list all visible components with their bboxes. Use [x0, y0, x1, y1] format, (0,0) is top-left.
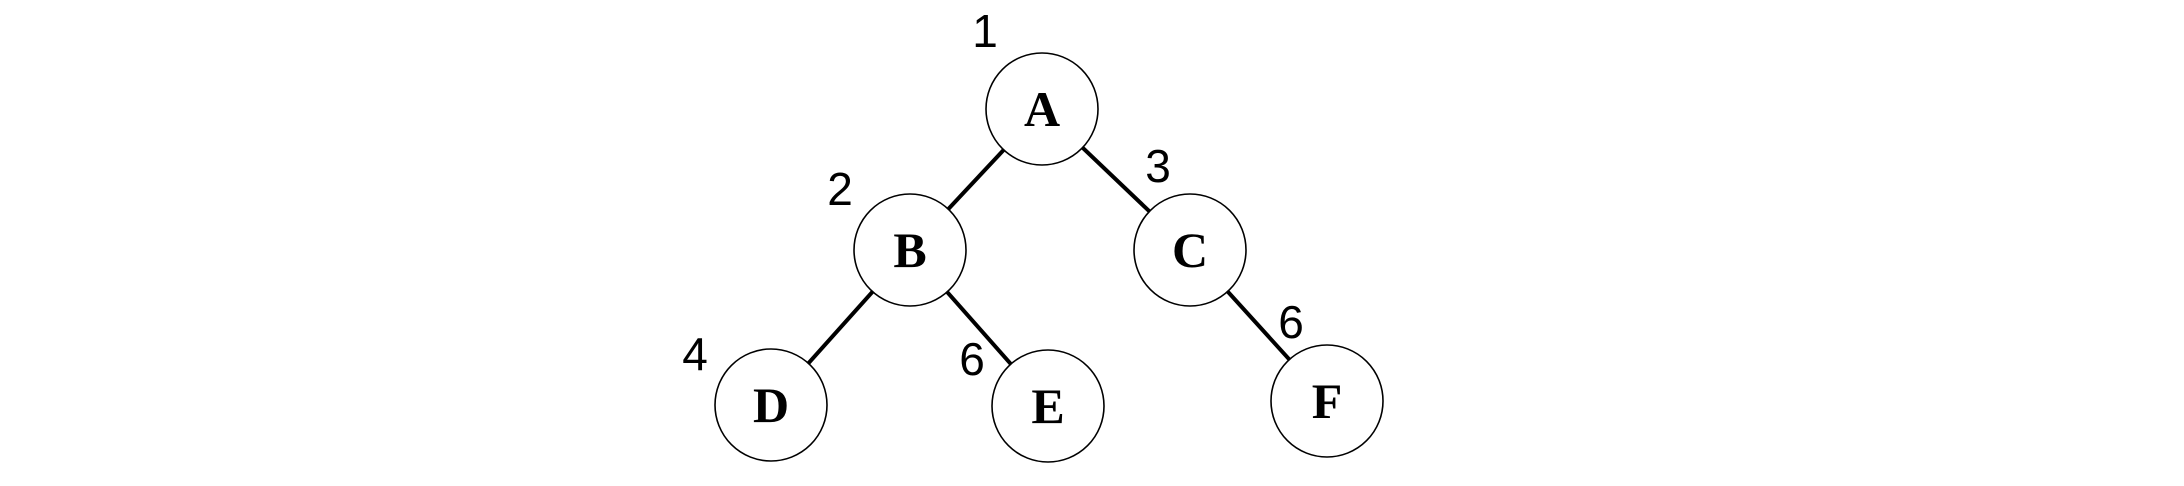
node-A-label: A: [1024, 81, 1060, 137]
node-D-circle: [714, 348, 828, 462]
node-B-annotation: 2: [827, 163, 853, 215]
node-C-circle: [1133, 193, 1247, 307]
node-E: E: [991, 349, 1105, 463]
node-A: A: [985, 52, 1099, 166]
node-F-circle: [1270, 344, 1384, 458]
node-C: C: [1133, 193, 1247, 307]
node-A-annotation: 1: [972, 5, 998, 57]
node-F-annotation: 6: [1278, 296, 1304, 348]
node-F-label: F: [1312, 373, 1343, 429]
node-E-label: E: [1031, 378, 1064, 434]
node-A-circle: [985, 52, 1099, 166]
node-C-label: C: [1172, 222, 1208, 278]
node-D: D: [714, 348, 828, 462]
node-D-label: D: [753, 377, 789, 433]
node-E-circle: [991, 349, 1105, 463]
node-C-annotation: 3: [1145, 140, 1171, 192]
node-B-label: B: [893, 222, 926, 278]
node-B-circle: [853, 193, 967, 307]
node-B: B: [853, 193, 967, 307]
node-E-annotation: 6: [959, 333, 985, 385]
node-D-annotation: 4: [682, 328, 708, 380]
node-F: F: [1270, 344, 1384, 458]
